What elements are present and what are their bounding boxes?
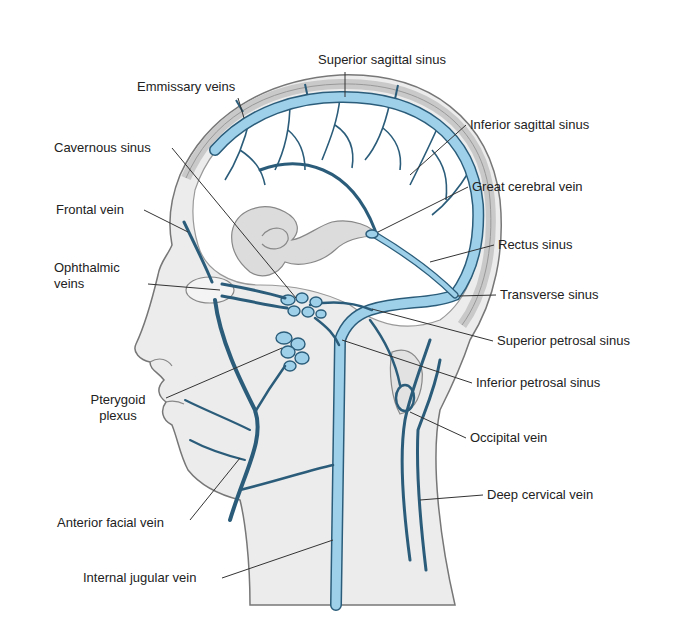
part-label: Ophthalmic veins [54, 260, 144, 292]
part-label: Inferior sagittal sinus [470, 117, 589, 133]
part-label: Superior sagittal sinus [318, 52, 446, 68]
part-label: Rectus sinus [498, 237, 572, 253]
part-label: Transverse sinus [500, 287, 599, 303]
part-label: Internal jugular vein [83, 570, 196, 586]
part-label: Anterior facial vein [57, 515, 164, 531]
part-label: Emmissary veins [137, 79, 235, 95]
part-label: Occipital vein [470, 430, 547, 446]
part-label: Cavernous sinus [54, 140, 151, 156]
part-label: Pterygoid plexus [72, 392, 164, 424]
part-label: Superior petrosal sinus [497, 333, 630, 349]
part-label: Inferior petrosal sinus [476, 375, 600, 391]
leader-lines [144, 72, 496, 578]
part-label: Frontal vein [56, 202, 124, 218]
part-label: Deep cervical vein [487, 487, 593, 503]
part-label: Great cerebral vein [472, 179, 583, 195]
